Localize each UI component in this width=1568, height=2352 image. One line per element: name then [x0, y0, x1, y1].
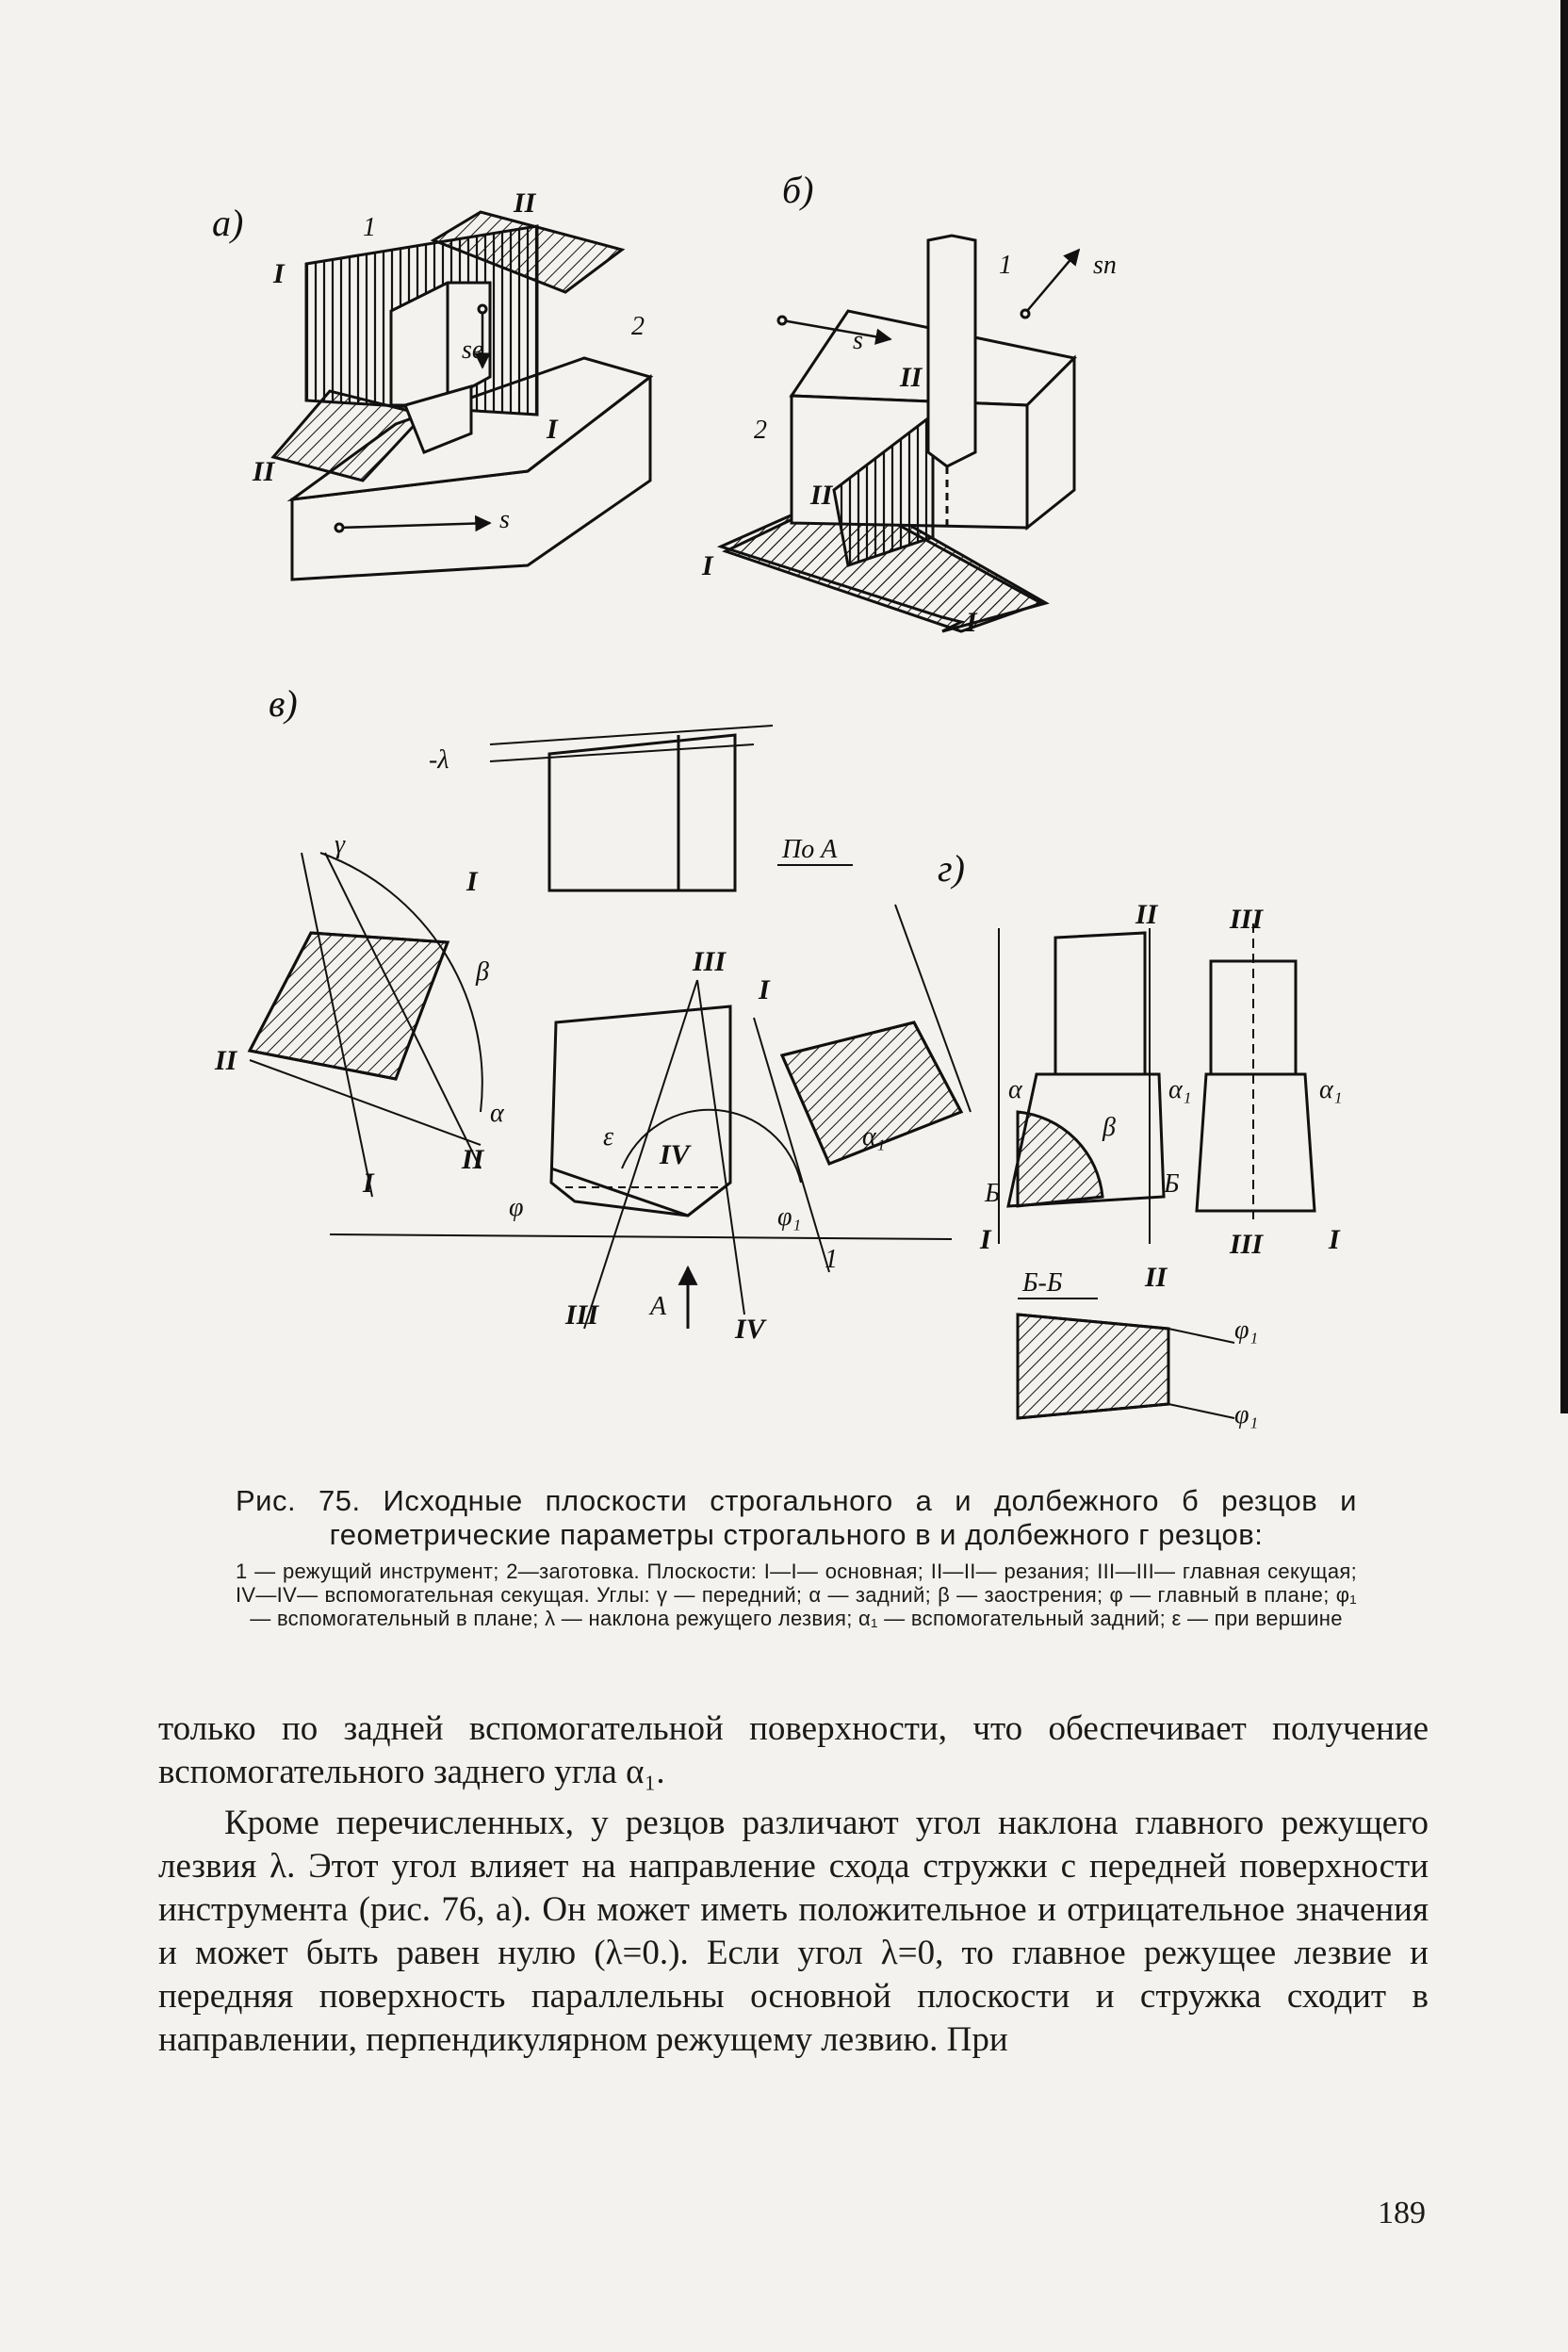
- label-III: III: [692, 946, 727, 977]
- label-beta: β: [475, 957, 489, 987]
- label-II: II: [1135, 899, 1159, 930]
- label-II: II: [899, 362, 923, 393]
- label-phi1: φ₁: [777, 1202, 801, 1232]
- label-I: I: [701, 550, 714, 581]
- label-III: III: [564, 1299, 599, 1331]
- label-workpiece: 2: [754, 416, 767, 445]
- label-alpha1: α₁: [1168, 1075, 1191, 1104]
- label-I: I: [546, 414, 559, 445]
- label-II: II: [1144, 1262, 1168, 1293]
- label-IV: IV: [734, 1314, 768, 1345]
- label-B: Б: [984, 1179, 1001, 1208]
- label-gamma: γ: [335, 830, 346, 859]
- page-edge: [1560, 0, 1568, 1413]
- figure-75: а) I II II I 1 2 s sв б): [212, 169, 1342, 1429]
- panel-g: г) I α₁ 1 II α β I Б Б II III α₁ α₁ III …: [753, 847, 1342, 1429]
- label-phi1: φ₁: [1234, 1400, 1258, 1429]
- label-sn: sп: [1093, 251, 1117, 280]
- label-alpha: α: [1008, 1075, 1023, 1104]
- label-s: s: [499, 505, 510, 534]
- label-II: II: [513, 188, 537, 219]
- panel-v-label: в): [269, 682, 298, 725]
- label-IV: IV: [659, 1139, 693, 1170]
- label-s: s: [853, 326, 863, 355]
- label-III: III: [1229, 904, 1264, 935]
- label-tool: 1: [999, 251, 1012, 280]
- label-alpha1: α₁: [862, 1122, 885, 1152]
- label-B: Б: [1163, 1169, 1180, 1199]
- panel-a: а) I II II I 1 2 s sв: [212, 188, 654, 581]
- label-phi: φ: [509, 1193, 524, 1222]
- label-I: I: [362, 1168, 375, 1199]
- caption-legend: 1 — режущий инструмент; 2—заготовка. Пло…: [236, 1560, 1357, 1630]
- label-II: II: [252, 456, 276, 487]
- label-po-a: По А: [781, 835, 838, 864]
- panel-b-label: б): [782, 169, 813, 211]
- panel-a-label: а): [212, 202, 243, 244]
- label-II: II: [809, 480, 834, 511]
- label-beta: β: [1102, 1113, 1116, 1142]
- panel-g-label: г): [938, 847, 965, 890]
- paragraph-2: Кроме перечисленных, у резцов различают …: [158, 1804, 1429, 2059]
- paragraph-1: только по задней вспомогательной поверхн…: [158, 1709, 1429, 1791]
- panel-v: в) -λ По А γ I β II α I II III ε IV φ φ: [214, 682, 953, 1345]
- label-lambda: -λ: [429, 745, 449, 775]
- label-I: I: [1328, 1224, 1341, 1255]
- label-epsilon: ε: [603, 1122, 613, 1152]
- label-III: III: [1229, 1229, 1264, 1260]
- panel-b: б) 1 2 s sп II II I I: [701, 169, 1117, 638]
- label-I: I: [979, 1224, 992, 1255]
- label-II: II: [214, 1045, 238, 1076]
- label-A: А: [648, 1292, 667, 1321]
- figure-caption: Рис. 75. Исходные плоскости строгального…: [236, 1484, 1357, 1630]
- label-I: I: [965, 607, 978, 638]
- label-II: II: [461, 1144, 485, 1175]
- label-I: I: [466, 866, 479, 897]
- caption-title: Рис. 75. Исходные плоскости строгального…: [236, 1484, 1357, 1551]
- label-tool: 1: [363, 213, 376, 242]
- page-number: 189: [1378, 2196, 1426, 2230]
- label-alpha1: α₁: [1319, 1075, 1342, 1104]
- body-text: только по задней вспомогательной поверхн…: [158, 1707, 1429, 2062]
- label-I: I: [758, 974, 771, 1005]
- label-one: 1: [825, 1245, 838, 1274]
- label-sv: sв: [462, 335, 483, 365]
- label-I: I: [272, 258, 286, 289]
- label-alpha: α: [490, 1099, 505, 1128]
- label-phi1: φ₁: [1234, 1315, 1258, 1345]
- label-BB: Б-Б: [1021, 1268, 1062, 1298]
- label-workpiece: 2: [631, 312, 645, 341]
